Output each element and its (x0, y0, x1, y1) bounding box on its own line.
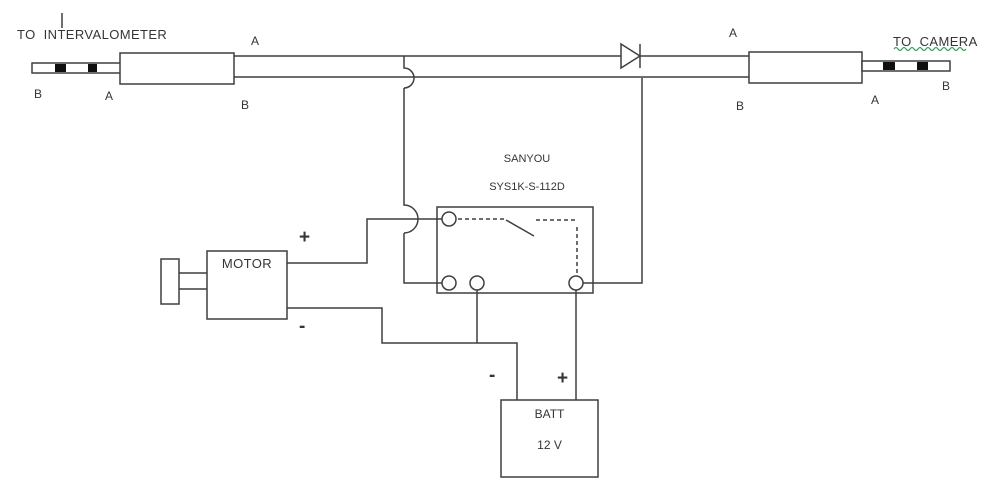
relay-terminal-coil-b (469, 275, 485, 291)
wire-a-right-label: A (729, 26, 738, 40)
relay-model-label: SYS1K-S-112D (489, 181, 565, 193)
wire-a-drop (403, 56, 442, 284)
right-plug-tip-end-label: B (942, 79, 951, 93)
motor-plus-wire (287, 218, 442, 264)
battery-label: BATT (534, 407, 565, 421)
relay-brand-label: SANYOU (503, 153, 551, 165)
relay-dashed-link-right (536, 219, 578, 276)
diode-icon (620, 42, 642, 70)
battery-plus-label: + (557, 368, 569, 389)
left-plug-icon (31, 52, 235, 85)
wire-b-drop (583, 78, 643, 284)
wire-b-right-label: B (736, 99, 745, 113)
motor-shaft (179, 272, 207, 290)
relay-switch-arm (505, 219, 535, 237)
battery-minus-label: - (489, 365, 496, 386)
battery-box (500, 399, 599, 478)
relay-terminal-no (568, 275, 584, 291)
right-plug-tip-label: A (871, 93, 880, 107)
left-plug-tip-label: B (34, 87, 43, 101)
battery-voltage-label: 12 V (537, 438, 562, 452)
right-plug-icon (748, 51, 951, 84)
relay-terminal-coil-a (441, 275, 457, 291)
motor-plus-label: + (299, 227, 311, 248)
relay-terminal-common (441, 211, 457, 227)
wire-b-left-label: B (241, 98, 250, 112)
motor-minus-label: - (299, 316, 306, 337)
motor-minus-wire (287, 307, 518, 400)
to-intervalometer-label: TO INTERVALOMETER (17, 27, 168, 42)
relay-box (436, 206, 594, 294)
wire-a-left-label: A (251, 34, 260, 48)
motor-shaft-mount (160, 258, 180, 305)
spellcheck-squiggle-icon (893, 46, 967, 52)
left-plug-sleeve-label: A (105, 89, 114, 103)
motor-label: MOTOR (221, 256, 273, 271)
motor-box (206, 250, 288, 320)
to-camera-label: TO CAMERA (893, 34, 978, 49)
